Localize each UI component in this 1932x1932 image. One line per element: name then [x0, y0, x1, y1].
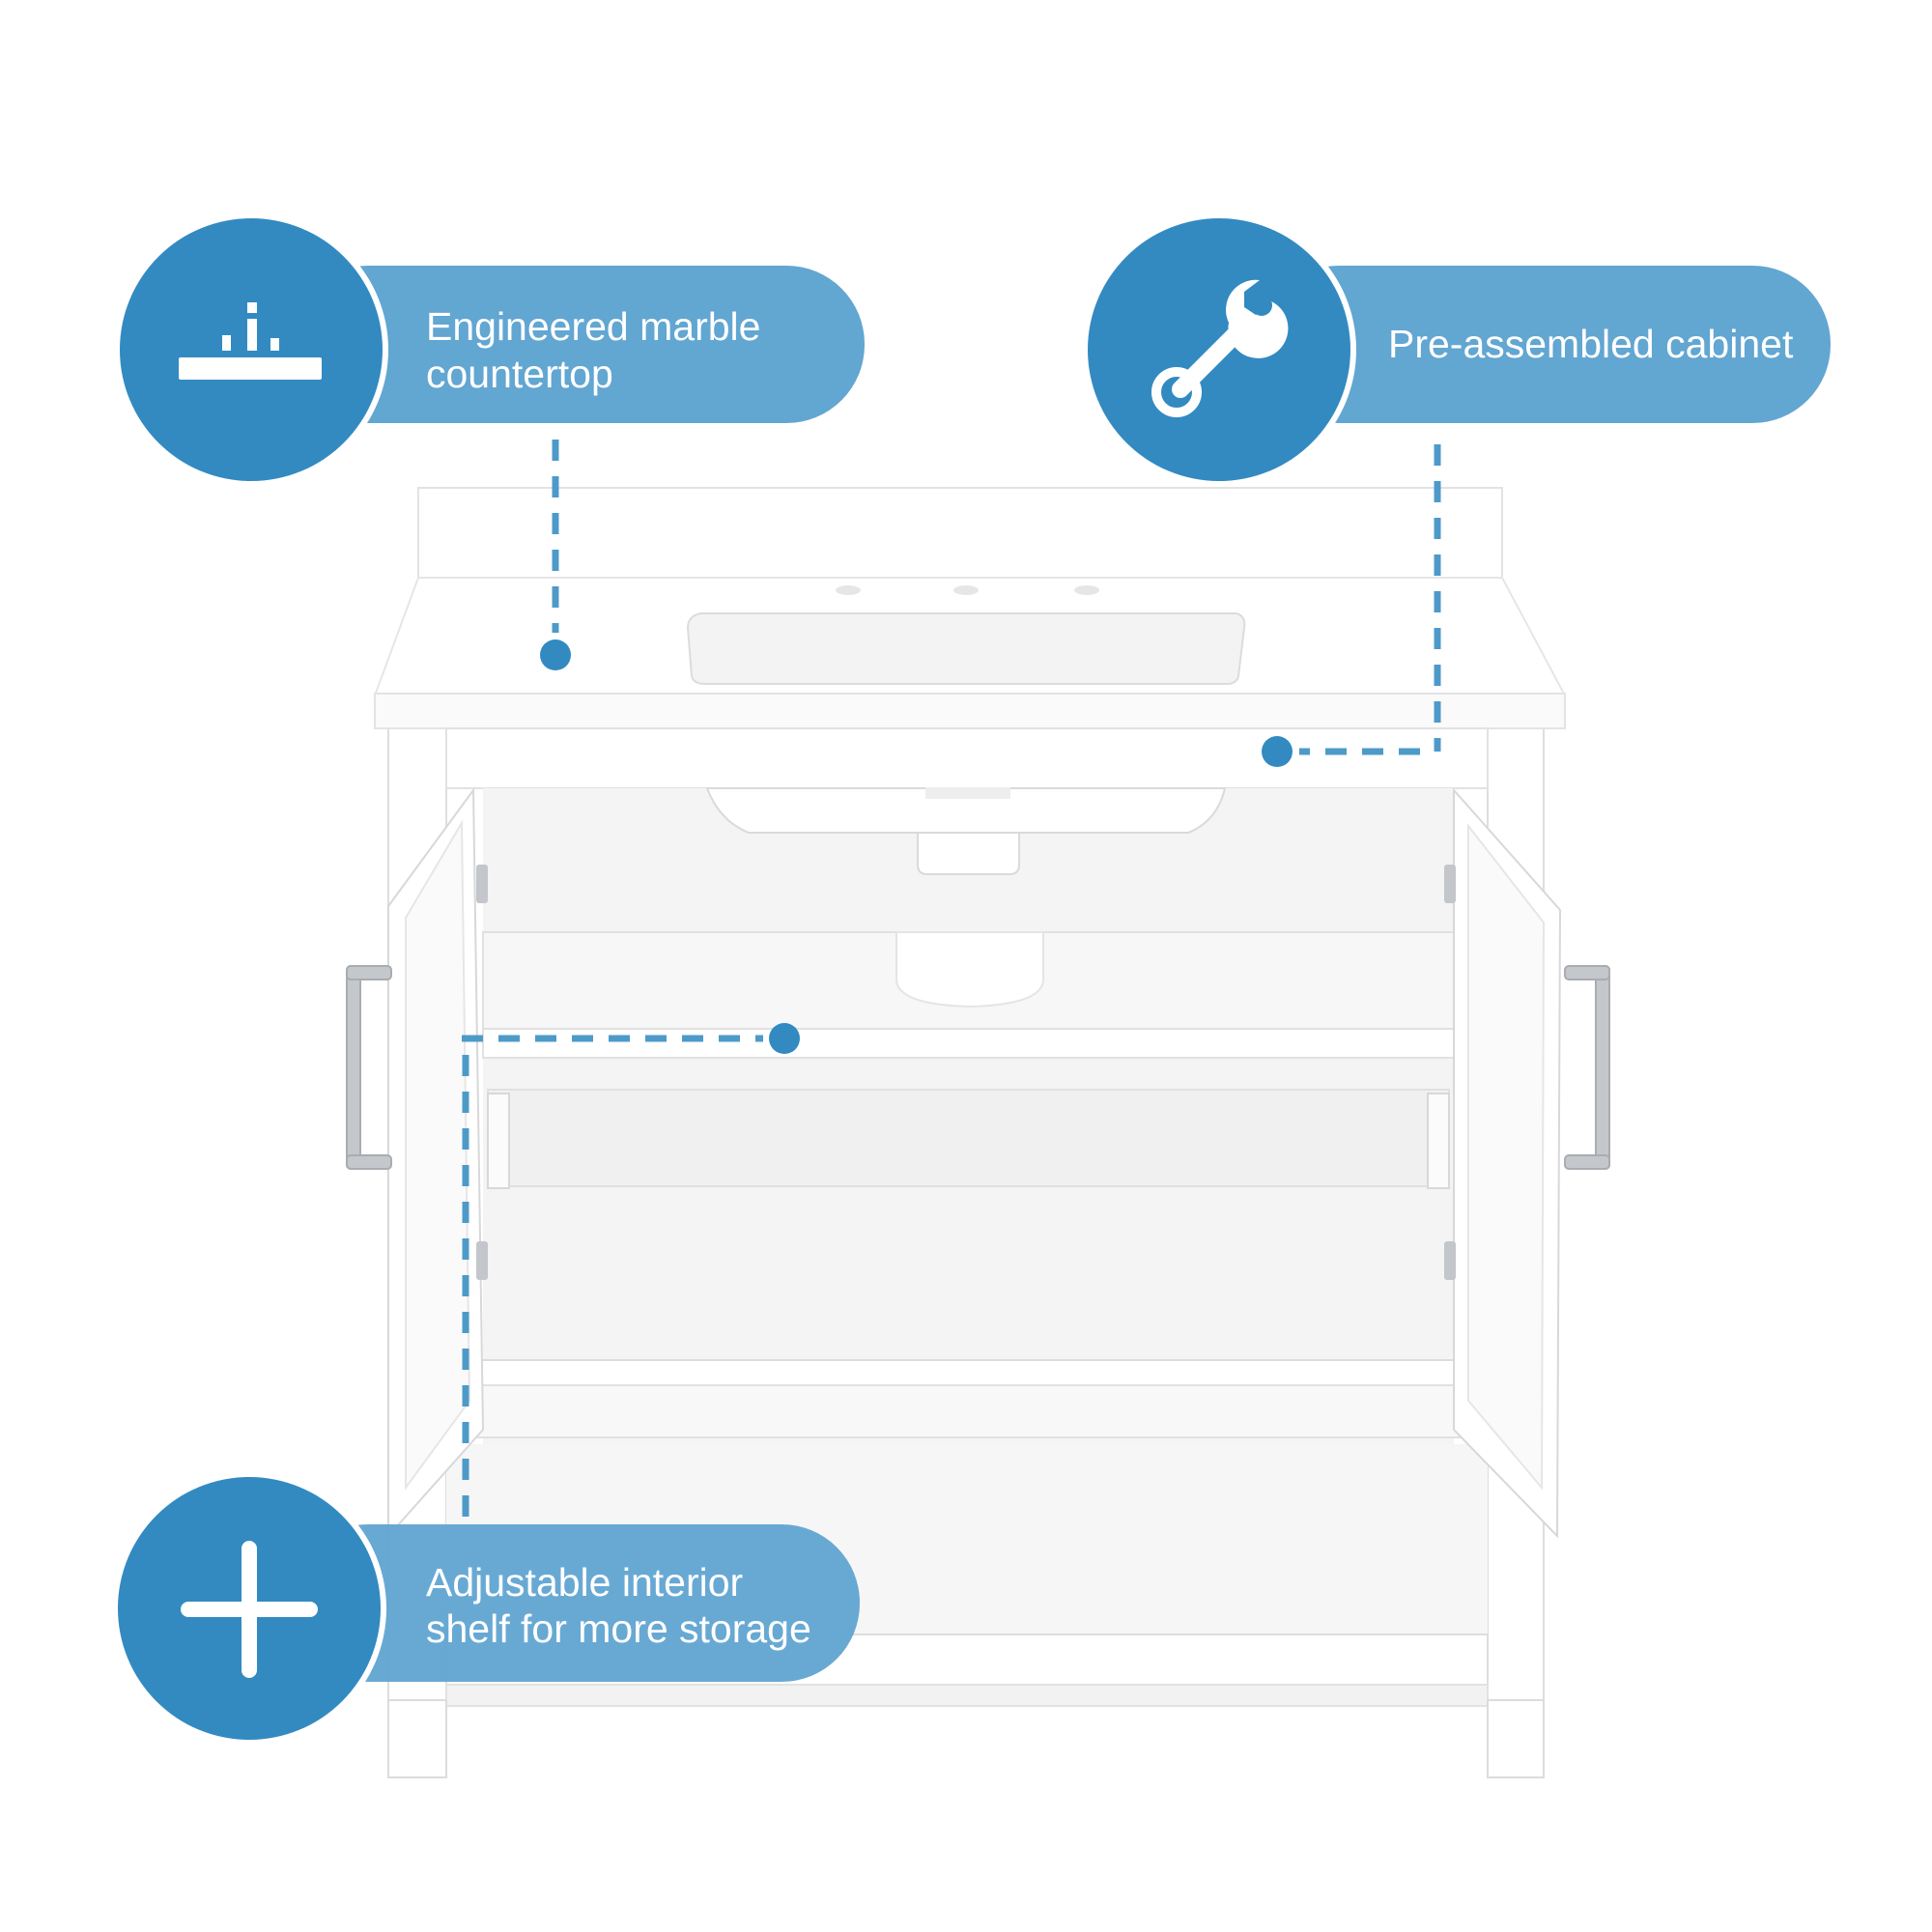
faucet-hole [1074, 585, 1099, 595]
feature-label-line: shelf for more storage [426, 1606, 811, 1651]
back-rail [487, 1089, 1450, 1187]
left-door-handle [346, 965, 392, 1170]
cabinet-guide-dot [1262, 736, 1293, 767]
right-door-handle [1564, 965, 1610, 1170]
feature-label-line: Engineered marble [426, 304, 760, 349]
shelf-bracket-right [1427, 1093, 1450, 1189]
guide-lines [462, 440, 1441, 1521]
countertop-guide-dot [540, 639, 571, 670]
right-door-inner-panel [1467, 823, 1546, 1491]
feature-label-line: Adjustable interior [426, 1560, 743, 1605]
hinge [1444, 865, 1456, 903]
countertop-front-edge [374, 693, 1566, 729]
sink-bowl-underside [705, 787, 1227, 834]
upper-shelf-front [482, 1028, 1455, 1059]
shelf-guide-dot [769, 1023, 800, 1054]
feature-callout-countertop: Engineered marble countertop [114, 213, 865, 487]
drain-housing [917, 832, 1020, 875]
sink-opening [686, 612, 1246, 685]
cabinet-floor [471, 1384, 1463, 1438]
hinge [476, 865, 488, 903]
plus-icon [181, 1541, 318, 1678]
bottom-rail [445, 1684, 1489, 1707]
faucet-hole [953, 585, 979, 595]
hinge [476, 1241, 488, 1280]
feature-callout-preassembled: Pre-assembled cabinet [1082, 213, 1831, 487]
feature-pill [290, 1524, 860, 1682]
feature-callout-shelf: Adjustable interior shelf for more stora… [112, 1471, 860, 1746]
feature-pill [290, 266, 865, 423]
left-door-inner-panel [405, 819, 471, 1492]
wrench-icon [1151, 279, 1289, 417]
feature-pill [1261, 266, 1831, 423]
backsplash [417, 487, 1503, 581]
hinge [1444, 1241, 1456, 1280]
cabinet-bottom [480, 1359, 1456, 1386]
faucet-hole [836, 585, 861, 595]
top-apron [445, 727, 1489, 789]
feature-label-line: countertop [426, 352, 613, 396]
countertop-icon [179, 302, 322, 380]
shelf-bracket-left [487, 1093, 510, 1189]
front-left-leg [387, 1699, 447, 1778]
drain-cutout [895, 931, 1044, 1009]
feature-label-line: Pre-assembled cabinet [1388, 322, 1794, 366]
drain-overflow [925, 787, 1010, 799]
front-right-leg [1487, 1699, 1545, 1778]
